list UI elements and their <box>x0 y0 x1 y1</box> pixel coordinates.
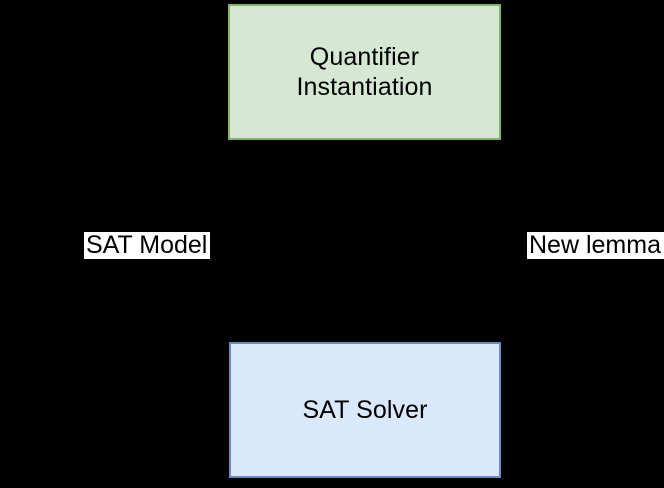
edge-label-sat-model: SAT Model <box>84 232 210 259</box>
node-sat-solver-label: SAT Solver <box>302 396 428 424</box>
node-quantifier-instantiation-label: Quantifier Instantiation <box>296 43 433 101</box>
edge-label-new-lemma: New lemma <box>527 232 664 259</box>
node-sat-solver[interactable]: SAT Solver <box>229 342 501 478</box>
node-quantifier-instantiation[interactable]: Quantifier Instantiation <box>228 4 501 140</box>
